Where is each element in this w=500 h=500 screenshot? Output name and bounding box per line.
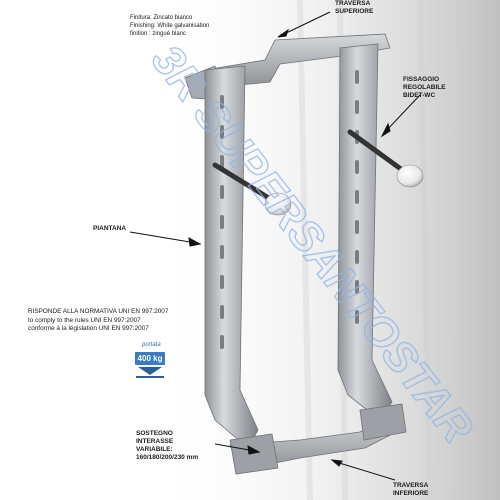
norm-line-it: RISPONDE ALLA NORMATIVA UNI EN 997:2007 — [28, 308, 169, 315]
left-upright-slots — [220, 95, 224, 349]
label-upper-line2: SUPERIORE — [335, 8, 374, 15]
finish-line-fr: finition : zingué blanc — [130, 31, 187, 37]
label-support-line2: INTERASSE — [136, 438, 174, 445]
finish-line-en: Finishing: White galvanisation — [130, 23, 210, 29]
label-lower-line1: TRAVERSA — [393, 482, 429, 489]
label-support-line4: 160/180/200/230 mm — [136, 454, 199, 461]
label-upright: PIANTANA — [93, 225, 127, 232]
left-foot — [229, 433, 279, 475]
right-upright-slots — [355, 70, 359, 324]
capacity-arrow-icon — [138, 367, 162, 375]
left-fixing-knob — [264, 192, 292, 216]
norm-line-en: to comply to the rules UNI EN 997:2007 — [28, 316, 141, 324]
capacity-badge: 400 kg — [135, 352, 165, 365]
leader-lines — [129, 11, 421, 481]
label-upper-crossbar: TRAVERSA SUPERIORE — [335, 0, 373, 16]
label-support-line1: SOSTEGNO — [136, 430, 173, 437]
capacity-bar — [136, 376, 164, 378]
norm-info: RISPONDE ALLA NORMATIVA UNI EN 997:2007 … — [28, 308, 168, 334]
right-fixing-knob — [396, 164, 424, 188]
label-support-line3: VARIABILE: — [136, 446, 173, 453]
right-fixing-rod — [347, 129, 408, 175]
finish-info: Finitura: Zincato bianco Finishing: Whit… — [130, 14, 209, 38]
left-fixing-rod — [212, 162, 275, 203]
label-fixing-line3: BIDET-WC — [403, 92, 436, 99]
label-lower-crossbar: TRAVERSA INFERIORE — [393, 482, 428, 498]
label-lower-line2: INFERIORE — [393, 490, 429, 497]
label-fixing: FISSAGGIO REGOLABILE BIDET-WC — [403, 76, 446, 100]
label-upper-line1: TRAVERSA — [335, 0, 371, 7]
label-fixing-line2: REGOLABILE — [403, 84, 446, 91]
label-support: SOSTEGNO INTERASSE VARIABILE: 160/180/20… — [136, 430, 198, 462]
finish-line-it: Finitura: Zincato bianco — [130, 15, 193, 21]
label-fixing-line1: FISSAGGIO — [403, 76, 440, 83]
right-foot — [359, 403, 407, 441]
norm-line-fr: conforme à la législation UNI EN 997:200… — [28, 325, 149, 332]
capacity-label: portata — [142, 342, 161, 348]
